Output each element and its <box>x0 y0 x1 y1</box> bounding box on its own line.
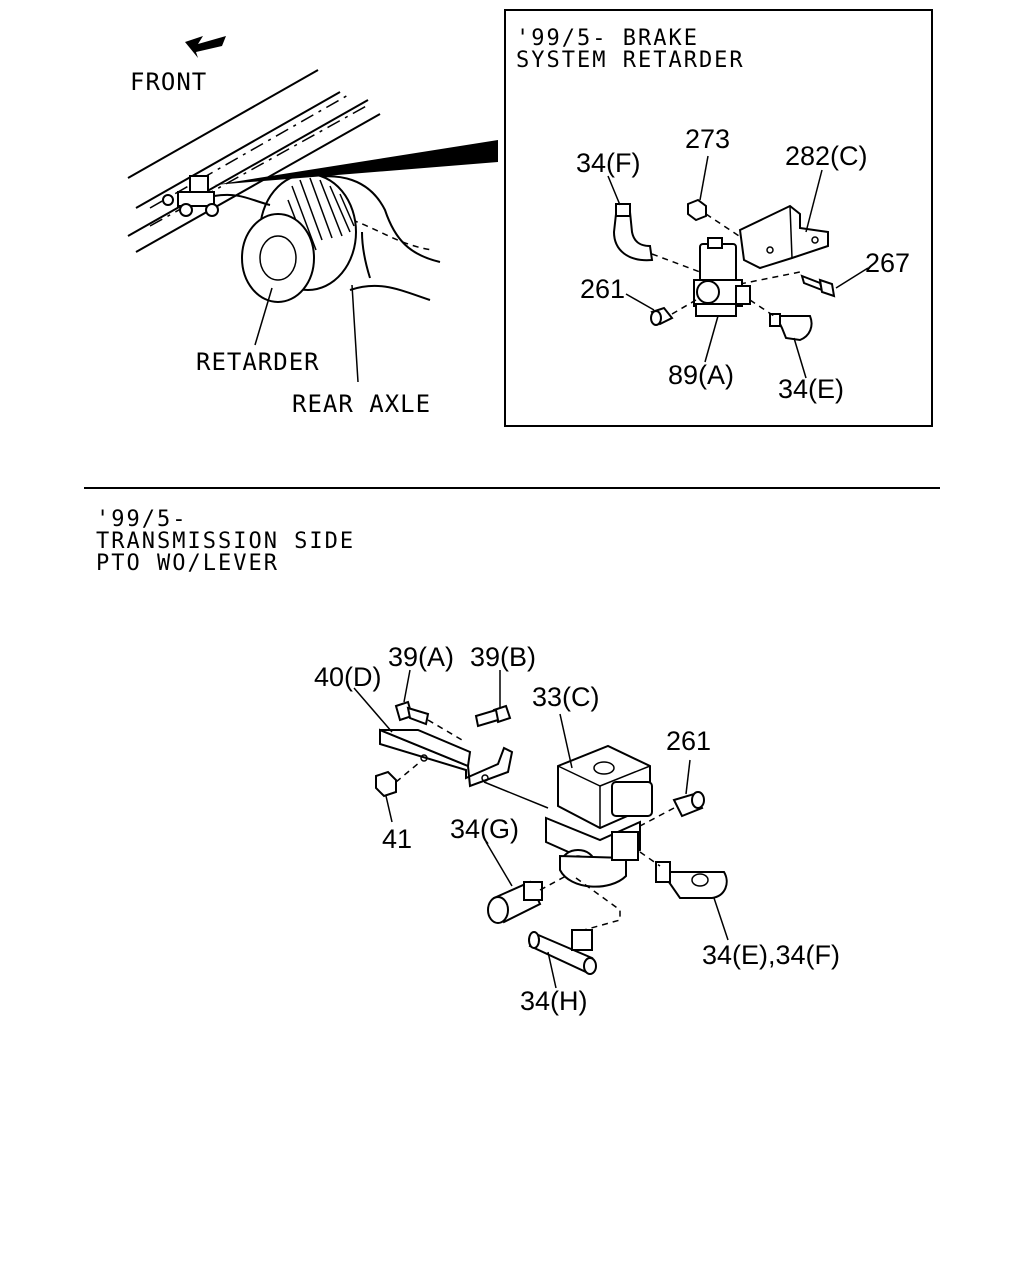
label-34ef: 34(E),34(F) <box>702 940 840 970</box>
brake-retarder-inset: '99/5- BRAKE SYSTEM RETARDER 34(F) 273 2… <box>504 9 933 427</box>
label-261-pto: 261 <box>666 726 711 756</box>
inset-header-line2: SYSTEM RETARDER <box>516 48 745 73</box>
part-41-nut <box>375 770 397 798</box>
pto-section: '99/5- TRANSMISSION SIDE PTO WO/LEVER 40… <box>96 507 840 1016</box>
part-89a-valve <box>693 237 751 317</box>
front-arrow-icon <box>185 36 226 58</box>
label-273: 273 <box>685 124 730 154</box>
part-282c-bracket <box>738 204 829 270</box>
part-267-bolt <box>800 274 836 298</box>
part-261-plug-pto <box>672 791 705 818</box>
label-267: 267 <box>865 248 910 278</box>
pto-header-line3: PTO WO/LEVER <box>96 551 279 576</box>
retarder-valve-small <box>162 175 271 217</box>
rear-axle-label: REAR AXLE <box>292 390 431 418</box>
label-34h: 34(H) <box>520 986 588 1016</box>
inset-frame <box>504 9 933 427</box>
label-34e: 34(E) <box>778 374 844 404</box>
retarder-label: RETARDER <box>196 348 320 376</box>
label-282c: 282(C) <box>785 141 868 171</box>
part-34h-tee <box>528 929 597 975</box>
label-34f: 34(F) <box>576 148 641 178</box>
inset-header-line1: '99/5- BRAKE <box>516 26 699 51</box>
pto-header-line1: '99/5- <box>96 507 187 532</box>
part-33c-valve <box>545 744 653 888</box>
part-39a-bolt <box>394 700 430 726</box>
label-33c: 33(C) <box>532 682 600 712</box>
label-39b: 39(B) <box>470 642 536 672</box>
label-41: 41 <box>382 824 412 854</box>
part-34g-fitting <box>487 880 543 924</box>
label-39a: 39(A) <box>388 642 454 672</box>
label-34g: 34(G) <box>450 814 519 844</box>
label-89a: 89(A) <box>668 360 734 390</box>
overview-illustration: FRONT <box>127 36 498 418</box>
part-39b-bolt <box>474 704 512 728</box>
part-34ef-elbow <box>655 861 728 899</box>
detail-pointer-wedge <box>214 140 498 185</box>
part-273-nut <box>687 198 707 222</box>
part-40d-bracket <box>379 728 514 788</box>
label-40d: 40(D) <box>314 662 382 692</box>
part-34e-elbow <box>769 313 813 342</box>
pto-header-line2: TRANSMISSION SIDE <box>96 529 355 554</box>
label-261: 261 <box>580 274 625 304</box>
part-261-plug <box>650 306 674 326</box>
front-label: FRONT <box>130 68 207 96</box>
part-34f-elbow <box>612 203 654 262</box>
